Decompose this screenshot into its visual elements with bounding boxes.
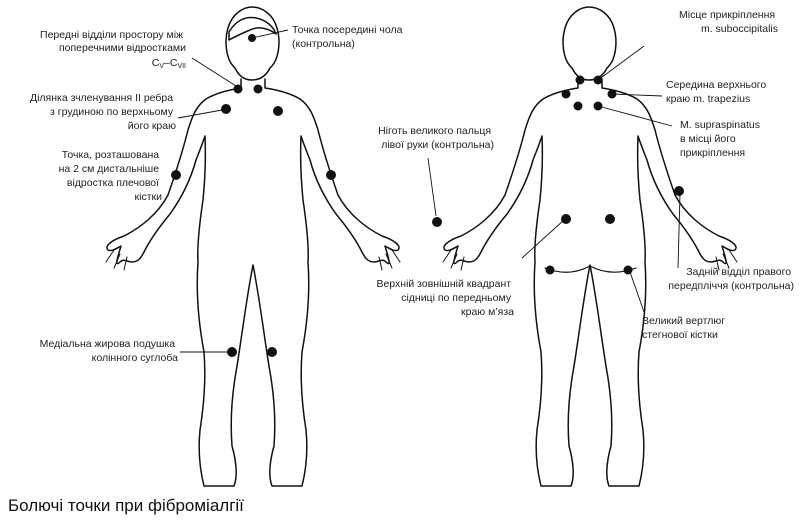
point-forearm bbox=[674, 186, 684, 196]
label-trochanter: Великий вертлюг стегнової кістки bbox=[642, 315, 728, 341]
point-supraspinatus-left bbox=[574, 102, 583, 111]
label-supraspinatus: M. supraspinatus в місці його прикріплен… bbox=[680, 119, 763, 159]
label-rib: Ділянка зчленування II ребра з грудиною … bbox=[30, 92, 176, 132]
front-body-figure bbox=[106, 7, 400, 486]
label-knee: Медіальна жирова подушка колінного сугло… bbox=[40, 338, 179, 364]
tender-points bbox=[171, 34, 684, 357]
front-body-outline bbox=[107, 79, 399, 486]
point-suboccipital-left bbox=[576, 76, 585, 85]
label-suboccipital: Місце прикріплення m. suboccipitalis bbox=[679, 9, 778, 35]
point-cervical-left bbox=[234, 85, 243, 94]
point-rib-left bbox=[221, 104, 231, 114]
point-trapezius-right bbox=[608, 90, 617, 99]
label-forearm: Задній відділ правого передпліччя (контр… bbox=[668, 266, 794, 292]
point-epicondyle-left bbox=[171, 170, 181, 180]
point-nail bbox=[432, 217, 442, 227]
point-trapezius-left bbox=[562, 90, 571, 99]
point-knee-right bbox=[267, 347, 277, 357]
leader-trochanter bbox=[630, 272, 644, 312]
leader-forearm bbox=[678, 194, 680, 268]
point-rib-right bbox=[273, 106, 283, 116]
label-cervical: Передні відділи простору між поперечними… bbox=[40, 29, 186, 54]
point-suboccipital-right bbox=[594, 76, 603, 85]
point-gluteal-right bbox=[605, 214, 615, 224]
point-forehead bbox=[248, 34, 256, 42]
point-trochanter-left bbox=[546, 266, 555, 275]
point-cervical-right bbox=[254, 85, 263, 94]
label-nail: Ніготь великого пальця лівої руки (контр… bbox=[378, 125, 494, 151]
leader-suboccipital bbox=[598, 46, 644, 80]
leader-supraspinatus bbox=[598, 106, 672, 126]
leader-gluteal bbox=[522, 220, 564, 258]
leader-rib bbox=[178, 110, 222, 118]
leader-trapezius bbox=[612, 94, 662, 96]
label-cervical-range: CV–CVII bbox=[152, 57, 186, 70]
label-trapezius: Середина верхнього краю m. trapezius bbox=[666, 79, 769, 105]
back-head-outline bbox=[563, 7, 616, 80]
label-epicondyle: Точка, розташована на 2 см дистальніше в… bbox=[59, 149, 163, 203]
leader-nail bbox=[428, 158, 436, 216]
leader-cervical bbox=[192, 58, 236, 86]
point-epicondyle-right bbox=[326, 170, 336, 180]
point-supraspinatus-right bbox=[594, 102, 603, 111]
figure-caption: Болючі точки при фіброміалгії bbox=[8, 496, 244, 516]
point-trochanter-right bbox=[624, 266, 633, 275]
label-gluteal: Верхній зовнішній квадрант сідниці по пе… bbox=[376, 278, 514, 318]
label-forehead: Точка посередині чола (контрольна) bbox=[292, 24, 405, 50]
point-knee-left bbox=[227, 347, 237, 357]
point-gluteal-left bbox=[561, 214, 571, 224]
